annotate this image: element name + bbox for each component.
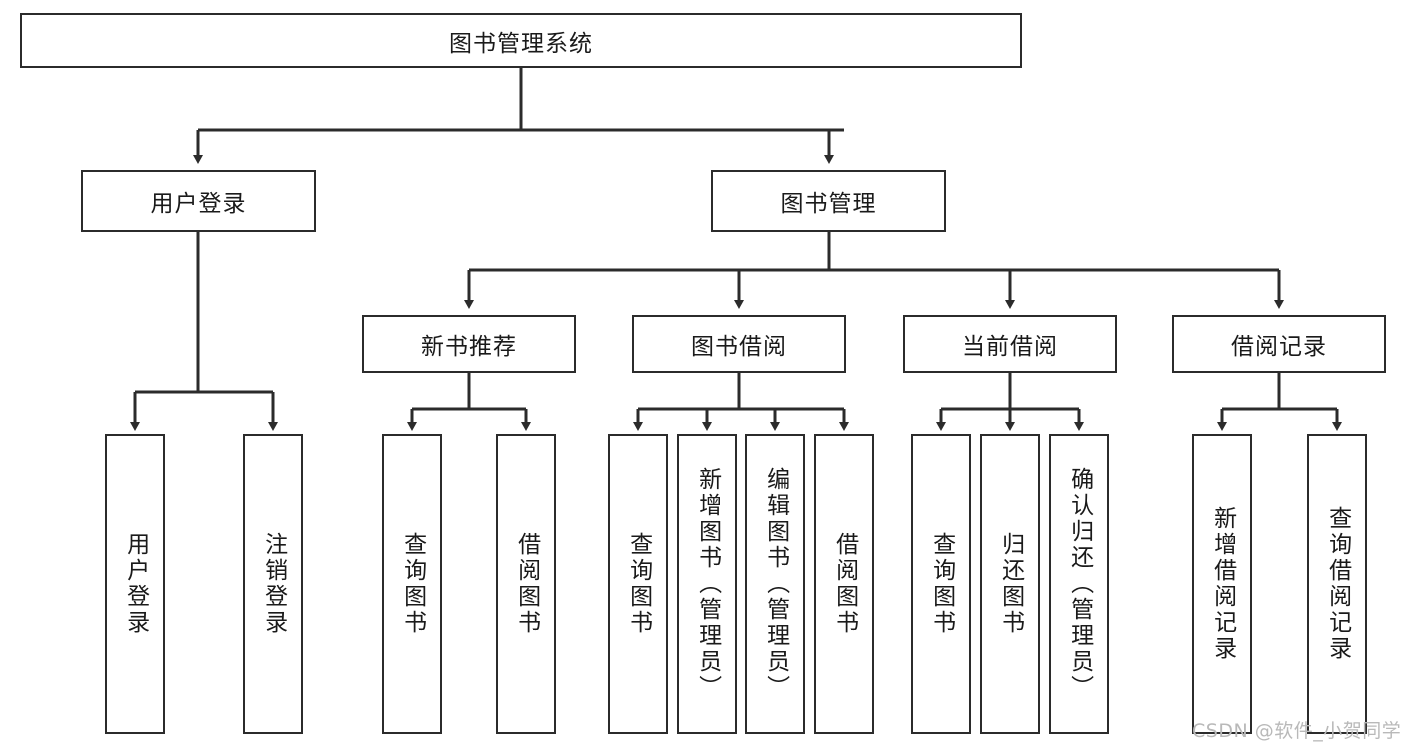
node-user-login[interactable]: 用户登录 — [81, 170, 316, 232]
node-label: 借阅记录 — [1231, 334, 1327, 360]
node-book-management[interactable]: 图书管理 — [711, 170, 946, 232]
node-root-book-management-system[interactable]: 图书管理系统 — [20, 13, 1022, 68]
node-label: 新书推荐 — [421, 334, 517, 360]
node-label: 图书管理 — [780, 191, 877, 217]
watermark: CSDN @软件_小贺同学 — [1192, 720, 1402, 742]
node-label: 当前借阅 — [962, 334, 1058, 360]
leaf-new-book-query[interactable]: 查询图书 — [382, 434, 442, 734]
leaf-book-borrow-add[interactable]: 新增图书（管理员） — [677, 434, 737, 734]
leaf-label: 新增借阅记录 — [1209, 506, 1236, 662]
leaf-label: 注销登录 — [260, 532, 287, 636]
node-label: 用户登录 — [150, 191, 247, 217]
leaf-user-login-login[interactable]: 用户登录 — [105, 434, 165, 734]
leaf-label: 借阅图书 — [513, 532, 540, 636]
leaf-label: 确认归还（管理员） — [1066, 467, 1093, 701]
leaf-label: 查询图书 — [928, 532, 955, 636]
leaf-borrow-record-add[interactable]: 新增借阅记录 — [1192, 434, 1252, 734]
leaf-book-borrow-edit[interactable]: 编辑图书（管理员） — [745, 434, 805, 734]
leaf-new-book-borrow[interactable]: 借阅图书 — [496, 434, 556, 734]
leaf-current-borrow-return[interactable]: 归还图书 — [980, 434, 1040, 734]
leaf-label: 借阅图书 — [831, 532, 858, 636]
leaf-book-borrow-borrow[interactable]: 借阅图书 — [814, 434, 874, 734]
leaf-label: 新增图书（管理员） — [694, 467, 721, 701]
leaf-current-borrow-confirm-return[interactable]: 确认归还（管理员） — [1049, 434, 1109, 734]
leaf-label: 查询借阅记录 — [1324, 506, 1351, 662]
node-label: 图书管理系统 — [449, 30, 593, 57]
leaf-label: 用户登录 — [122, 532, 149, 636]
leaf-label: 归还图书 — [997, 532, 1024, 636]
node-current-borrow[interactable]: 当前借阅 — [903, 315, 1117, 373]
leaf-borrow-record-query[interactable]: 查询借阅记录 — [1307, 434, 1367, 734]
node-new-book-recommend[interactable]: 新书推荐 — [362, 315, 576, 373]
node-label: 图书借阅 — [691, 334, 787, 360]
leaf-user-login-logout[interactable]: 注销登录 — [243, 434, 303, 734]
node-borrow-record[interactable]: 借阅记录 — [1172, 315, 1386, 373]
leaf-book-borrow-query[interactable]: 查询图书 — [608, 434, 668, 734]
leaf-current-borrow-query[interactable]: 查询图书 — [911, 434, 971, 734]
leaf-label: 编辑图书（管理员） — [762, 467, 789, 701]
node-book-borrow[interactable]: 图书借阅 — [632, 315, 846, 373]
leaf-label: 查询图书 — [399, 532, 426, 636]
leaf-label: 查询图书 — [625, 532, 652, 636]
